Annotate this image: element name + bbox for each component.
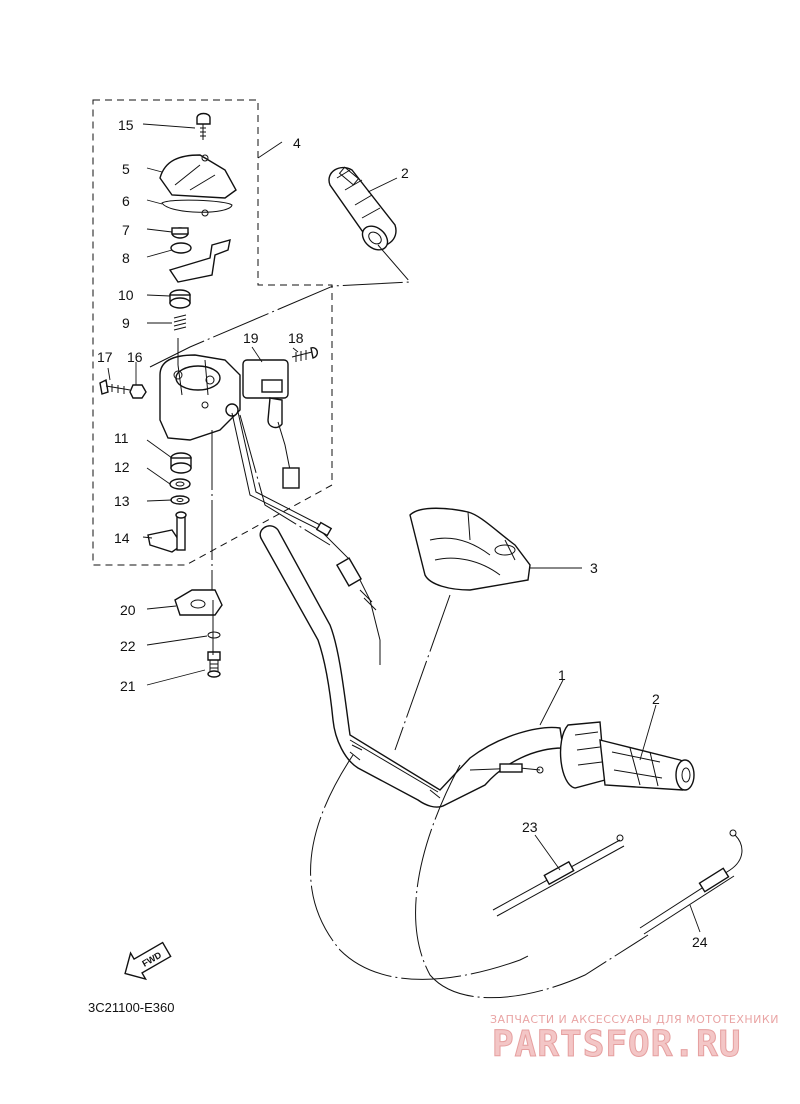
callout-19: 19 (243, 330, 259, 346)
callout-4: 4 (293, 135, 301, 151)
spring-9[interactable] (173, 314, 187, 331)
washer-22[interactable] (207, 631, 221, 639)
screw-18[interactable] (291, 347, 318, 362)
bracket-20[interactable] (174, 589, 223, 616)
callout-5: 5 (122, 161, 130, 177)
bushing-11[interactable] (170, 452, 192, 474)
callout-3: 3 (590, 560, 598, 576)
bolt-21[interactable] (207, 651, 221, 678)
callout-8: 8 (122, 250, 130, 266)
callout-7: 7 (122, 222, 130, 238)
gasket-6[interactable] (161, 199, 233, 217)
routing-line-cable-loop (310, 754, 531, 980)
nut-16[interactable] (129, 384, 147, 399)
switch-19[interactable] (242, 359, 300, 489)
callout-21: 21 (120, 678, 136, 694)
callout-24: 24 (692, 934, 708, 950)
fwd-arrow-icon: FWD (124, 941, 172, 981)
grip-upper[interactable] (328, 166, 397, 255)
throttle-assembly-boundary (92, 99, 333, 566)
throttle-housing[interactable] (159, 354, 241, 441)
callout-17: 17 (97, 349, 113, 365)
callout-6: 6 (122, 193, 130, 209)
callout-2-upper: 2 (401, 165, 409, 181)
routing-line-lower (239, 414, 331, 546)
washer-13[interactable] (170, 495, 190, 505)
callout-16: 16 (127, 349, 143, 365)
callout-22: 22 (120, 638, 136, 654)
callout-1: 1 (558, 667, 566, 683)
throttle-grip-assembly[interactable] (559, 721, 695, 791)
callout-13: 13 (114, 493, 130, 509)
diagram-code: 3C21100-E360 (88, 1000, 175, 1015)
callout-18: 18 (288, 330, 304, 346)
lever-14[interactable] (147, 511, 187, 553)
watermark-brand: PARTSFOR.RU (492, 1024, 741, 1065)
callout-10: 10 (118, 287, 134, 303)
callout-20: 20 (120, 602, 136, 618)
callout-12: 12 (114, 459, 130, 475)
washer-12[interactable] (169, 478, 191, 490)
callout-23: 23 (522, 819, 538, 835)
collar-10[interactable] (169, 289, 191, 309)
routing-line-cable-loop-2 (415, 764, 649, 999)
watermark-tagline: ЗАПЧАСТИ И АКСЕССУАРЫ ДЛЯ МОТОТЕХНИКИ (490, 1013, 779, 1026)
leader-lines (107, 123, 701, 933)
callout-15: 15 (118, 117, 134, 133)
cover-5[interactable] (159, 154, 237, 199)
handlebar-pad[interactable] (409, 507, 531, 591)
screw-17[interactable] (99, 378, 131, 395)
throttle-cable-23[interactable] (492, 834, 625, 917)
nut-7[interactable] (171, 227, 189, 239)
callout-2-lower: 2 (652, 691, 660, 707)
housing-cable[interactable] (231, 411, 381, 665)
throttle-cable-24[interactable] (639, 829, 743, 935)
screw-15[interactable] (196, 112, 211, 141)
lever-8[interactable] (168, 239, 231, 283)
handlebar[interactable] (259, 525, 564, 808)
routing-line (149, 244, 412, 368)
callout-9: 9 (122, 315, 130, 331)
routing-line-pad (394, 594, 451, 751)
callout-14: 14 (114, 530, 130, 546)
cable-end[interactable] (469, 763, 544, 774)
callout-11: 11 (114, 430, 129, 446)
